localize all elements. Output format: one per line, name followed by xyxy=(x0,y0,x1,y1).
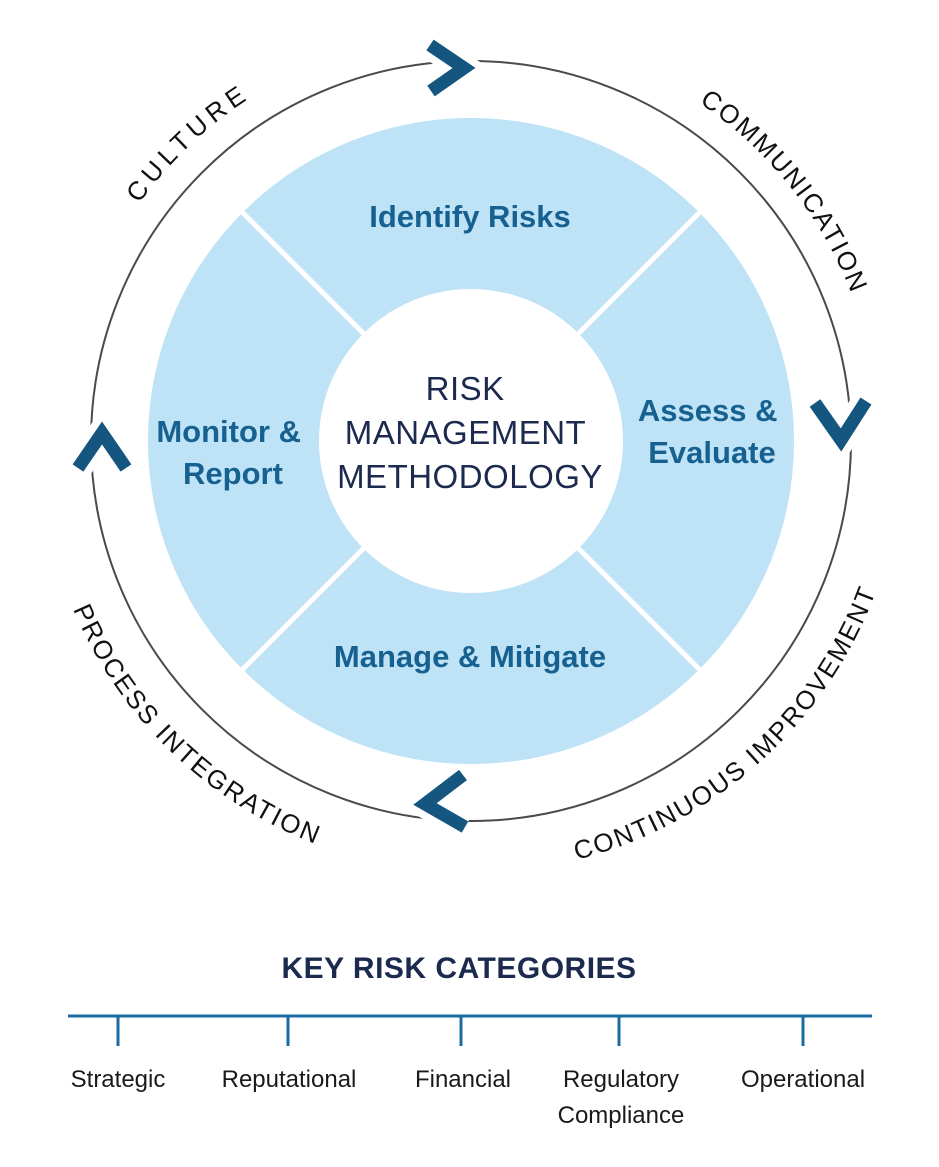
risk-category-label-strategic: Strategic xyxy=(71,1066,166,1093)
risk-category-label-financial: Financial xyxy=(415,1066,511,1093)
chevron-right-icon xyxy=(426,39,476,97)
quadrant-label-assess-evaluate: Assess & Evaluate xyxy=(638,393,786,470)
risk-category-label-regulatory: Regulatory xyxy=(563,1066,679,1093)
ring-divider-bottom-right xyxy=(575,545,703,673)
risk-category-axis xyxy=(68,1014,872,1046)
ring-divider-top-left xyxy=(239,209,367,337)
center-title: RISK MANAGEMENT METHODOLOGY xyxy=(337,370,603,495)
center-title-line: MANAGEMENT xyxy=(345,414,586,451)
quadrant-label-manage-mitigate: Manage & Mitigate xyxy=(334,639,606,674)
ring-divider-bottom-left xyxy=(239,545,367,673)
center-title-line: RISK xyxy=(426,370,505,407)
chevron-down-icon xyxy=(809,397,872,452)
quadrant-label-line: Monitor & xyxy=(156,414,301,449)
ring-dividers xyxy=(239,209,703,673)
quadrant-label-line: Evaluate xyxy=(648,435,776,470)
risk-category-label-reputational: Reputational xyxy=(222,1066,357,1093)
risk-category-label-compliance: Compliance xyxy=(558,1102,685,1129)
center-title-line: METHODOLOGY xyxy=(337,458,603,495)
quadrant-label-identify-risks: Identify Risks xyxy=(369,199,571,234)
quadrant-label-monitor-report: Monitor & Report xyxy=(156,414,309,491)
chevron-up-icon xyxy=(72,421,132,472)
chevron-left-icon xyxy=(413,769,469,833)
quadrant-label-line: Report xyxy=(183,456,283,491)
risk-category-label-operational: Operational xyxy=(741,1066,865,1093)
quadrant-label-line: Assess & xyxy=(638,393,778,428)
methodology-ring xyxy=(148,118,794,764)
cycle-arrows xyxy=(72,39,872,833)
ring-divider-top-right xyxy=(575,209,703,337)
key-risk-categories-title: KEY RISK CATEGORIES xyxy=(281,952,636,985)
